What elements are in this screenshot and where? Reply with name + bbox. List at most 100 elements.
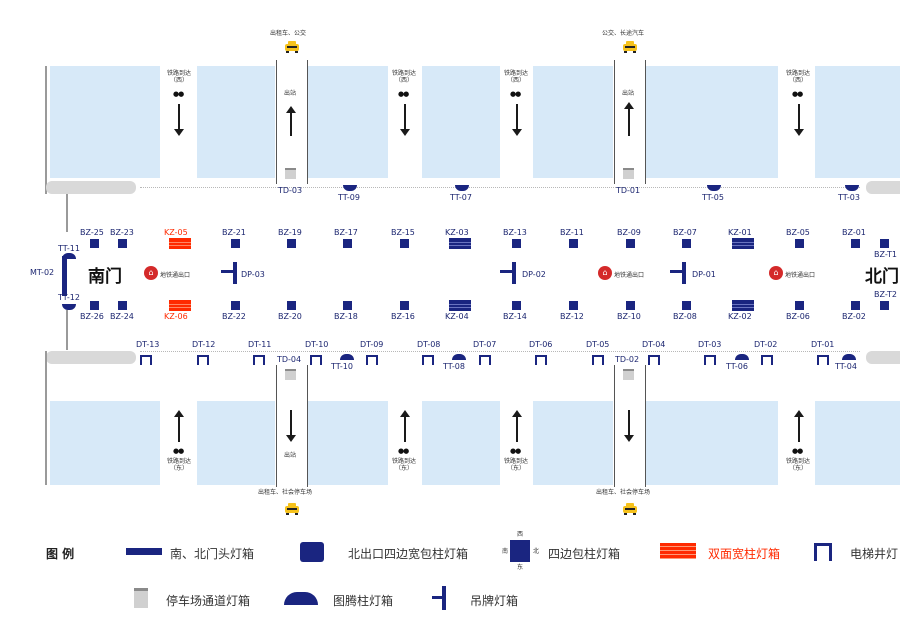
wrap-pillar-box [287,239,296,248]
box-label: BZ-10 [617,312,641,321]
legend-title: 图 例 [46,547,75,561]
legend-gate-head-swatch [126,548,162,555]
dt-label: DT-11 [248,340,272,349]
platform-bottom [422,401,500,485]
legend-hanging-swatch [442,586,446,610]
gate-head-box [62,256,67,296]
arrival-dots: ●● [792,90,803,98]
north-gate-label: 北门 [865,267,899,287]
dt-label: DT-01 [811,340,835,349]
elevator-box [817,355,829,365]
box-label: BZ-22 [222,312,246,321]
wrap-pillar-box [90,301,99,310]
exit-corridor [614,60,646,184]
dt-label: DT-07 [473,340,497,349]
box-label: BZ-24 [110,312,134,321]
box-label: BZ-09 [617,228,641,237]
wrap-pillar-box [512,301,521,310]
concourse-bar [46,181,136,194]
tt-label: TT-04 [835,362,857,371]
elevator-box [592,355,604,365]
compass-west: 西 [517,531,524,538]
up-arrow [286,106,296,136]
up-arrow [624,102,634,136]
arrival-dots: ●● [792,447,803,455]
legend-totem-text: 图腾柱灯箱 [333,594,394,608]
metro-icon: ⌂ [144,266,158,280]
legend-elevator-text: 电梯井灯 [850,547,899,561]
elevator-box [648,355,660,365]
elevator-box [253,355,265,365]
box-label: BZ-16 [391,312,415,321]
legend-double-wide-text: 双面宽柱灯箱 [708,547,781,561]
double-wide-pillar-box [449,238,471,249]
rail-arrival-label: 铁路到达 （东） [166,458,191,472]
double-wide-pillar-box [732,238,754,249]
rail-arrival-label: 铁路到达 （西） [503,70,528,84]
tt-label: TT-05 [702,193,724,202]
totem-box [62,304,76,310]
compass-south: 南 [502,548,509,555]
double-wide-pillar-box [732,300,754,311]
dp-label: DP-01 [692,270,716,279]
dt-label: DT-04 [642,340,666,349]
wrap-pillar-box [626,239,635,248]
totem-box [340,354,354,360]
side-connector [66,194,68,232]
wrap-pillar-box [626,301,635,310]
arrival-dots: ●● [510,447,521,455]
dt-label: DT-09 [360,340,384,349]
arrival-dots: ●● [398,90,409,98]
tt-label: TT-09 [338,193,360,202]
td-label: TD-02 [615,355,640,364]
taxi-icon [285,41,299,53]
dt-label: DT-08 [417,340,441,349]
wrap-pillar-box [682,239,691,248]
rail-arrival-label: 铁路到达 （西） [391,70,416,84]
box-label: KZ-03 [445,228,469,237]
metro-exit-label: 地铁通出口 [614,272,645,279]
exit-corridor [614,365,646,487]
box-label: BZ-19 [278,228,302,237]
taxi-parking-label: 出租车、社会停车场 [258,489,313,496]
wrap-pillar-box [880,239,889,248]
wrap-pillar-box [795,239,804,248]
box-label: KZ-06 [164,312,188,321]
bus-coach-label: 公交、长途汽车 [602,30,645,37]
hanging-sign-box [682,262,686,284]
wrap-pillar-box [343,301,352,310]
tt-label: TT-10 [331,362,353,371]
rail-arrival-label: 铁路到达 （西） [166,70,191,84]
bz-label: BZ-T2 [874,290,897,299]
totem-box [452,354,466,360]
parking-channel-box [623,168,634,179]
up-arrow [794,410,804,442]
tt-label: TT-11 [58,244,80,253]
side-connector [66,310,68,350]
wrap-pillar-box [400,239,409,248]
dt-label: DT-12 [192,340,216,349]
concourse-bar [866,181,900,194]
down-arrow [400,104,410,136]
box-label: BZ-12 [560,312,584,321]
wrap-pillar-box [118,301,127,310]
wrap-pillar-box [231,301,240,310]
legend-parking-swatch [134,588,148,608]
tt-label: TT-08 [443,362,465,371]
taxi-bus-label: 出租车、公交 [270,30,307,37]
arrival-dots: ●● [510,90,521,98]
rail-arrival-label: 铁路到达 （东） [503,458,528,472]
wrap-pillar-box [287,301,296,310]
legend-gate-head-text: 南、北门头灯箱 [170,547,255,561]
dt-label: DT-02 [754,340,778,349]
legend-totem-swatch [284,592,318,605]
legend-wrap-pillar-swatch [510,540,530,562]
hanging-sign-box [221,270,233,273]
platform-bottom [533,401,613,485]
elevator-box [197,355,209,365]
wrap-pillar-box [682,301,691,310]
bz-label: BZ-T1 [874,250,897,259]
elevator-box [310,355,322,365]
totem-box [343,185,357,191]
dotted-line [140,351,860,352]
